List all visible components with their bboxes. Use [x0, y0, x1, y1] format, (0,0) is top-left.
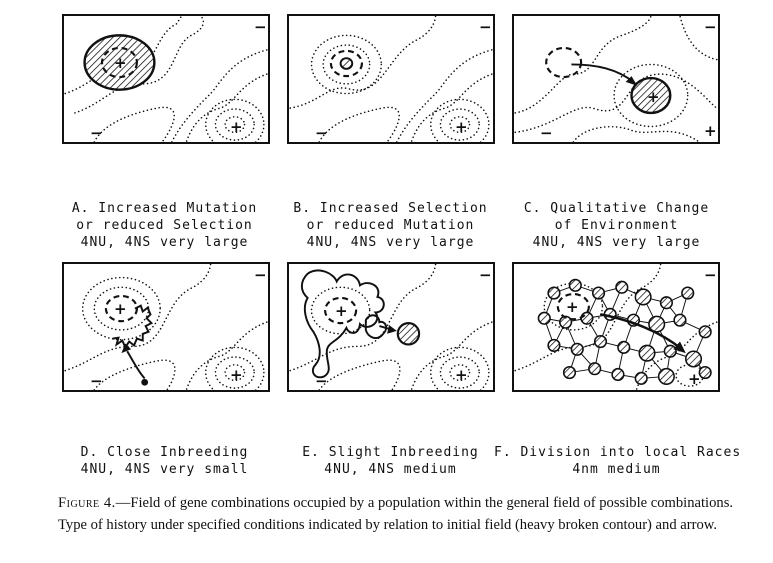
panel-b: − + −	[287, 14, 495, 144]
initial-field-contour	[545, 46, 583, 79]
panel-d-caption: D. Close Inbreeding 4NU, 4NS very small	[80, 445, 249, 477]
peak-plus-icon: +	[688, 370, 701, 388]
figure-caption-text: —Field of gene combinations occupied by …	[58, 495, 734, 533]
local-race-node	[559, 315, 573, 329]
local-race-node	[591, 286, 606, 300]
local-race-node	[617, 340, 631, 354]
panel-f-contour-map	[514, 264, 718, 390]
local-race-node	[663, 344, 677, 358]
local-race-node	[547, 338, 561, 353]
local-race-node	[685, 350, 703, 368]
initial-field-contour	[556, 292, 590, 321]
local-race-node	[570, 342, 584, 356]
panel-a-contour-map	[64, 16, 268, 142]
local-race-node	[698, 365, 712, 380]
local-race-node	[562, 365, 577, 380]
valley-minus-icon: −	[704, 18, 717, 36]
local-races-network	[537, 278, 712, 385]
local-race-node	[638, 344, 656, 362]
panel-a-caption: A. Increased Mutation or reduced Selecti…	[71, 201, 258, 250]
valley-minus-icon: −	[254, 18, 267, 36]
peak-plus-icon: +	[230, 118, 243, 136]
shift-arrow	[600, 313, 683, 351]
panel-c-contour-map	[514, 16, 718, 142]
local-race-node	[611, 367, 625, 382]
population-point	[141, 378, 149, 386]
drift-path	[112, 304, 154, 350]
panel-f-caption: F. Division into local Races 4nm medium	[494, 445, 742, 477]
peak-plus-icon: +	[704, 122, 717, 140]
local-race-node	[547, 286, 561, 300]
population-field	[339, 57, 354, 70]
valley-minus-icon: −	[479, 18, 492, 36]
panel-d-contour-map	[64, 264, 268, 390]
peak-plus-icon: +	[455, 366, 468, 384]
peak-plus-icon: +	[566, 298, 579, 316]
initial-field-contour	[100, 46, 138, 79]
valley-minus-icon: −	[315, 372, 328, 390]
peak-plus-icon: +	[114, 54, 127, 72]
panel-f: + − +	[512, 262, 720, 392]
panel-e: + − + −	[287, 262, 495, 392]
valley-minus-icon: −	[90, 124, 103, 142]
valley-minus-icon: −	[254, 266, 267, 284]
panel-d: + − + −	[62, 262, 270, 392]
panel-b-caption: B. Increased Selection or reduced Mutati…	[293, 201, 488, 250]
local-race-node	[615, 280, 629, 294]
contour-lines	[64, 16, 268, 142]
figure-label: Figure 4.	[58, 495, 116, 511]
population-field	[630, 76, 672, 115]
local-race-node	[593, 334, 608, 349]
panel-b-contour-map	[289, 16, 493, 142]
population-field	[83, 34, 156, 91]
local-race-node	[698, 325, 712, 339]
peak-plus-icon: +	[455, 118, 468, 136]
local-race-node	[659, 296, 673, 310]
peak-plus-icon: +	[114, 300, 127, 318]
panel-a: + − + −	[62, 14, 270, 144]
local-race-node	[580, 311, 594, 325]
valley-minus-icon: −	[704, 266, 717, 284]
local-race-node	[537, 311, 551, 325]
valley-minus-icon: −	[315, 124, 328, 142]
valley-minus-icon: −	[540, 124, 553, 142]
local-race-node	[588, 362, 602, 376]
valley-minus-icon: −	[479, 266, 492, 284]
local-race-node	[681, 286, 695, 300]
valley-minus-icon: −	[90, 372, 103, 390]
panel-c: + − + −	[512, 14, 720, 144]
local-race-node	[634, 288, 652, 306]
peak-plus-icon: +	[335, 302, 348, 320]
shift-arrow	[571, 63, 635, 83]
occupied-field-outline	[300, 269, 385, 379]
panel-e-contour-map	[289, 264, 493, 390]
population-field	[396, 322, 421, 346]
local-race-node	[673, 313, 687, 327]
peak-plus-icon: +	[647, 88, 660, 106]
local-race-node	[657, 367, 675, 385]
peak-plus-icon: +	[230, 366, 243, 384]
local-race-node	[634, 371, 648, 385]
panel-c-caption: C. Qualitative Change of Environment 4NU…	[523, 201, 710, 250]
panel-e-caption: E. Slight Inbreeding 4NU, 4NS medium	[302, 445, 479, 477]
initial-field-contour	[329, 49, 363, 78]
initial-field-contour	[324, 296, 358, 325]
figure-caption: Figure 4.—Field of gene combinations occ…	[58, 492, 743, 536]
local-race-node	[568, 278, 582, 292]
